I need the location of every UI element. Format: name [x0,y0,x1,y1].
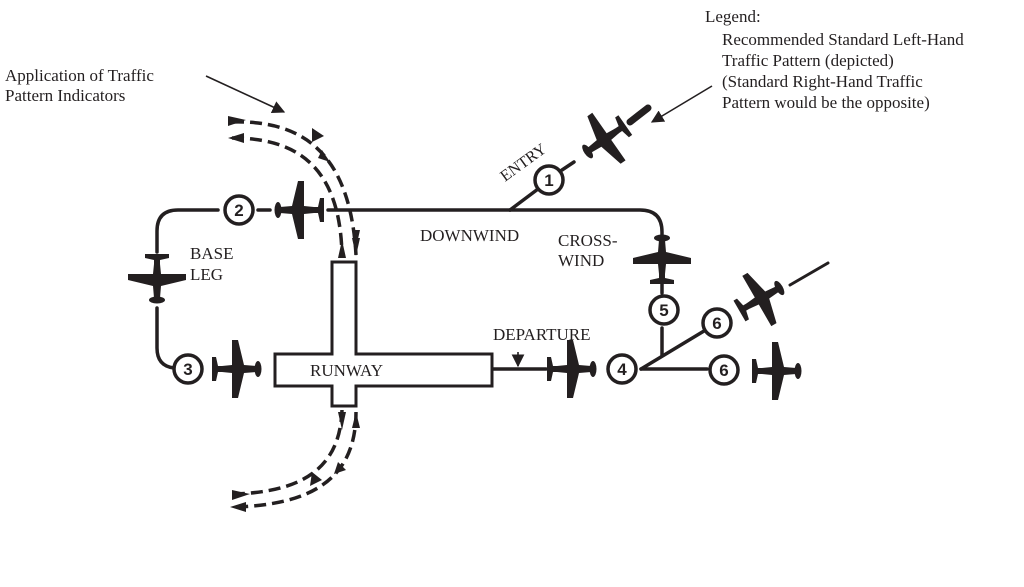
marker-6-straight: 6 [708,354,740,386]
callout-title-line1: Application of Traffic [5,66,154,85]
marker-2-label: 2 [234,201,243,220]
indicator-arrowhead [312,128,324,142]
indicator-arrowhead [310,472,322,486]
departure-diagonal-path [639,329,706,371]
downwind-base-path [155,208,220,254]
marker-4-label: 4 [617,360,627,379]
marker-1-label: 1 [544,171,553,190]
departure-label: DEPARTURE [493,325,591,344]
airplane-icon-departure-straight [752,342,802,400]
airplane-icon-departure-diagonal [724,261,797,337]
marker-3-label: 3 [183,360,192,379]
indicator-arrowhead [232,490,250,500]
airplane-icon-crosswind [633,234,691,284]
base-label-line1: BASE [190,244,233,263]
indicator-dashed-bottom-outer [233,411,358,509]
airplane-icon-final [212,340,262,398]
indicator-arrowhead [318,150,330,162]
entry-dash [626,104,652,126]
marker-6-diagonal: 6 [701,307,733,339]
marker-5: 5 [648,294,680,326]
marker-2: 2 [223,194,255,226]
marker-4: 4 [606,353,638,385]
legend-line-2: Traffic Pattern (depicted) [722,51,894,70]
legend-arrow [650,85,713,123]
callout-arrow [205,75,286,113]
indicator-dashed-top-outer [231,120,358,256]
departure-diagonal-extension [788,261,830,287]
indicator-arrowhead [230,502,246,512]
airplane-icon-departure [547,340,597,398]
callout-title-line2: Pattern Indicators [5,86,125,105]
indicator-arrowhead [228,133,244,143]
legend-line-1: Recommended Standard Left-Hand [722,30,964,49]
runway [273,260,494,408]
downwind-label: DOWNWIND [420,226,519,245]
legend-line-4: Pattern would be the opposite) [722,93,930,112]
airplane-icon-downwind [274,181,324,239]
indicator-arrowhead [352,238,360,256]
base-label-line2: LEG [190,265,223,284]
runway-label: RUNWAY [310,361,383,380]
base-final-path [155,306,176,370]
entry-path-segment [560,160,576,172]
indicator-arrowhead [334,462,346,474]
indicator-arrowhead [338,412,346,430]
airplane-icon-base [128,254,186,304]
indicator-arrowhead [352,412,360,428]
marker-1: 1 [533,164,565,196]
airplane-icon-entry [568,101,642,178]
marker-5-label: 5 [659,301,668,320]
marker-3: 3 [172,353,204,385]
marker-6b-label: 6 [719,361,728,380]
legend-heading: Legend: [705,7,761,26]
indicator-arrowhead [338,240,346,258]
crosswind-label-line2: WIND [558,251,604,270]
legend-line-3: (Standard Right-Hand Traffic [722,72,923,91]
indicator-arrowhead [228,116,246,126]
marker-6a-label: 6 [712,314,721,333]
downwind-crosswind-path [508,208,664,238]
indicator-dashed-top-inner [231,136,344,256]
entry-path [508,187,540,212]
crosswind-label-line1: CROSS- [558,231,618,250]
